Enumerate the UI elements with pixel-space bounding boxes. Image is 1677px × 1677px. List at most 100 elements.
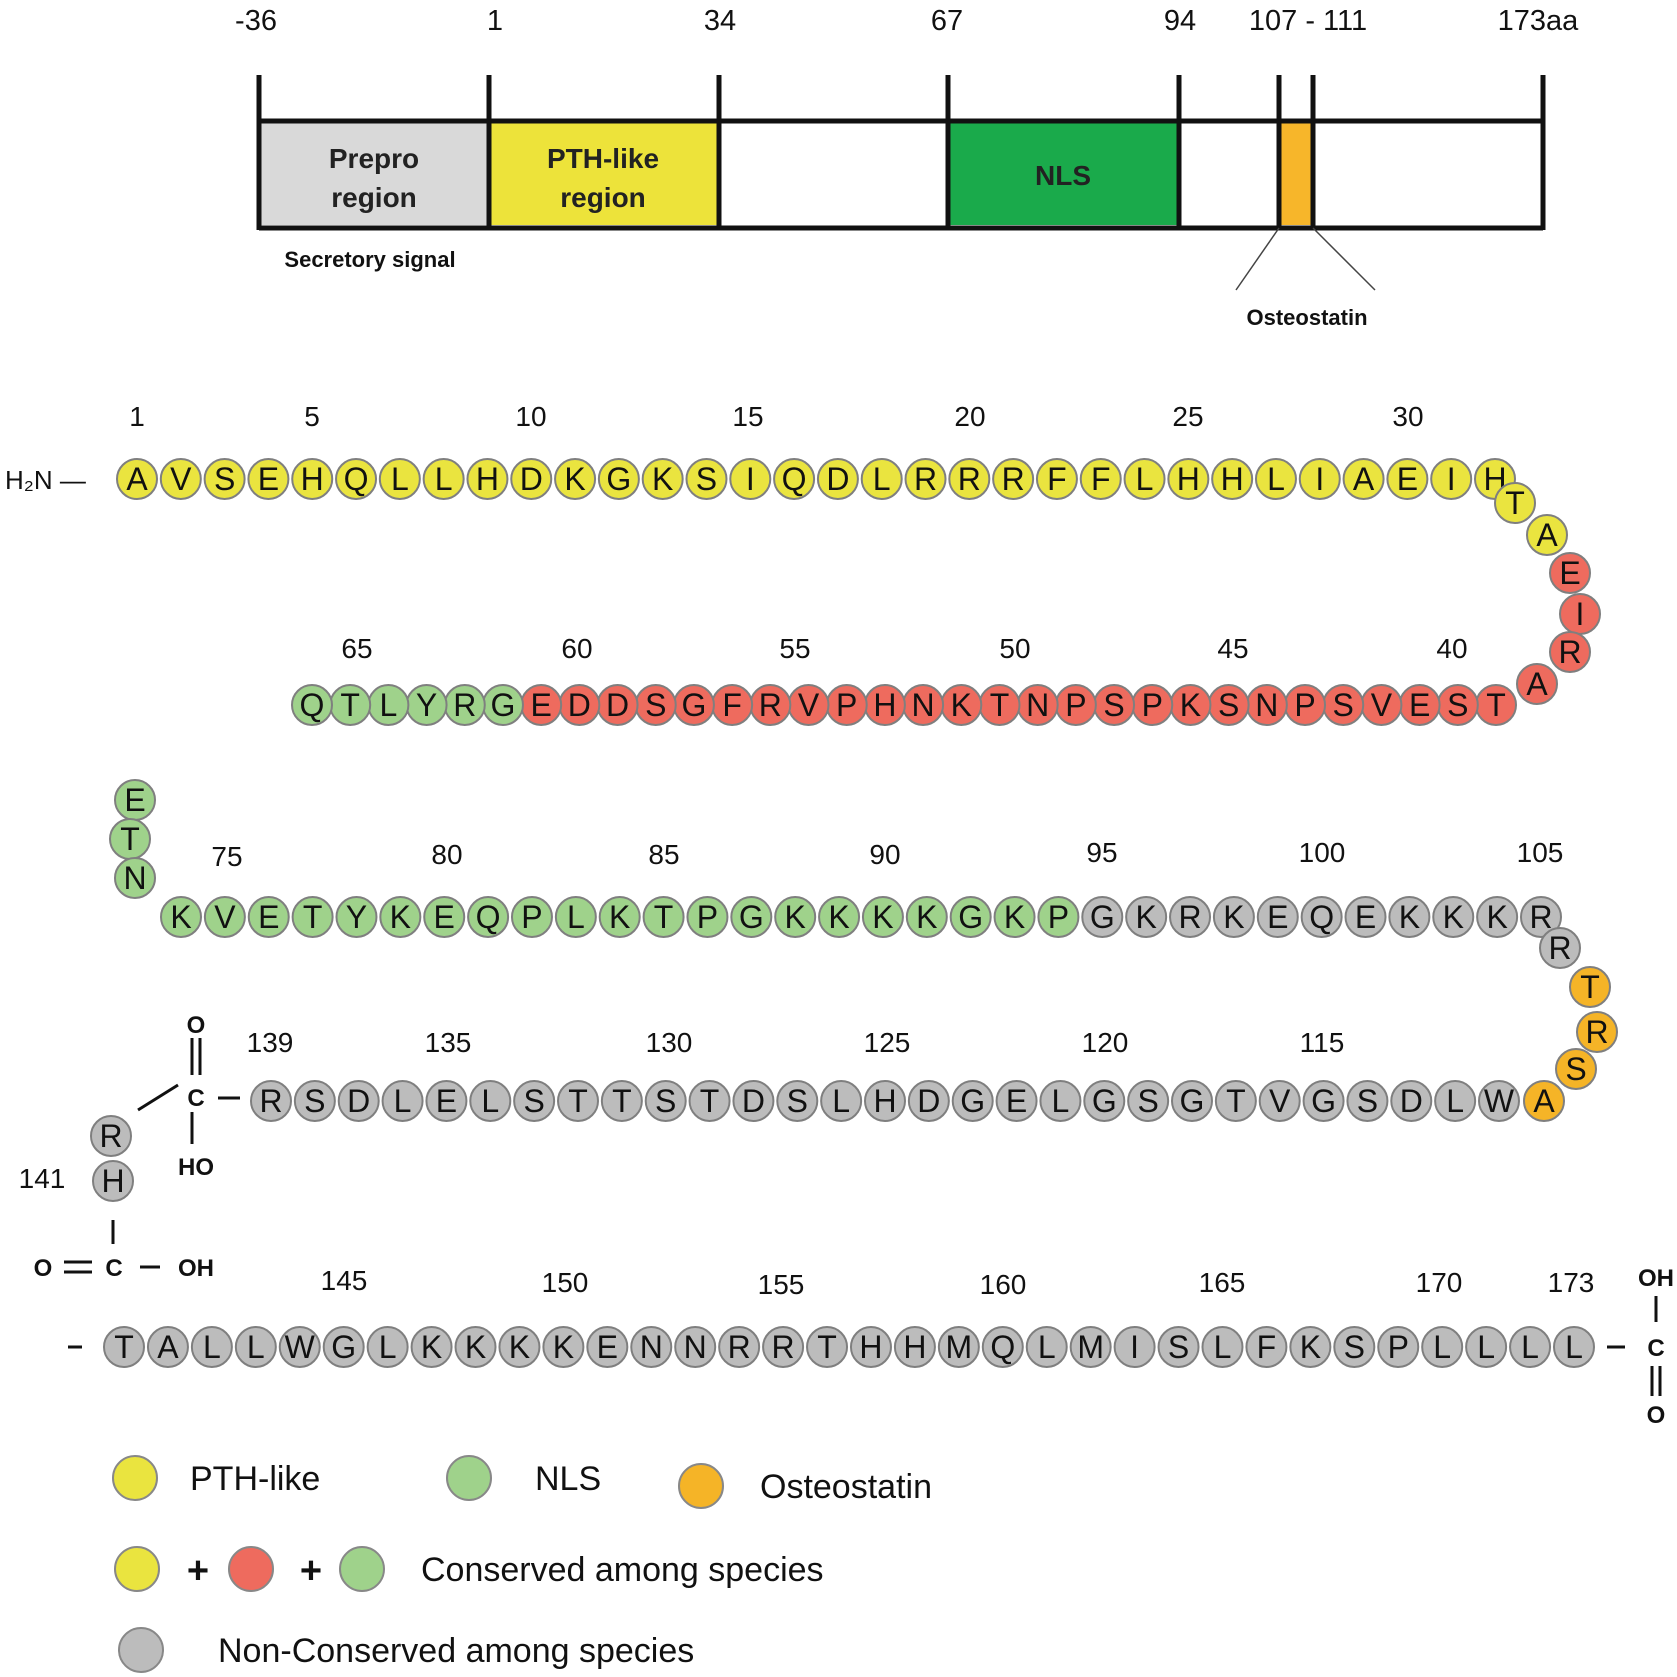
residue-letter: K bbox=[465, 1329, 486, 1365]
residue-circle bbox=[466, 458, 509, 500]
residue-letter: P bbox=[1048, 899, 1069, 935]
residue-circle bbox=[630, 1326, 673, 1368]
hydroxyl-oh-141: OH bbox=[178, 1255, 214, 1282]
residue-letter: L bbox=[1038, 1329, 1056, 1365]
residue-circle bbox=[1258, 1080, 1301, 1122]
residue: E bbox=[423, 896, 466, 938]
residue-circle bbox=[203, 458, 246, 500]
residue-letter: H bbox=[1221, 461, 1244, 497]
residue: E bbox=[247, 896, 290, 938]
position-label: 5 bbox=[304, 401, 320, 432]
residue-letter: E bbox=[1409, 687, 1430, 723]
legend-swatch-pth-like bbox=[112, 1455, 158, 1501]
legend-swatch-conserved-yellow bbox=[114, 1546, 160, 1592]
residue-circle bbox=[1300, 896, 1343, 938]
residue-circle bbox=[291, 684, 333, 726]
residue-letter: S bbox=[1344, 1329, 1365, 1365]
position-label: 40 bbox=[1436, 633, 1467, 664]
residue-circle bbox=[423, 896, 466, 938]
legend-plus-1: + bbox=[187, 1550, 209, 1592]
residue-letter: S bbox=[1137, 1083, 1158, 1119]
residue: R bbox=[1539, 927, 1581, 969]
position-label: 30 bbox=[1392, 401, 1423, 432]
residue-circle bbox=[598, 896, 641, 938]
residue-letter: S bbox=[1168, 1329, 1189, 1365]
residue: S bbox=[644, 1080, 687, 1122]
carboxyl-c-139: C bbox=[187, 1085, 204, 1112]
residue-letter: V bbox=[170, 461, 192, 497]
residue: T bbox=[1569, 966, 1611, 1008]
domain-map: -36 1 34 67 94 107 - 111 173aa Prepro re… bbox=[235, 5, 1579, 330]
residue: P bbox=[510, 896, 553, 938]
residue-circle bbox=[864, 1080, 906, 1122]
residue-circle bbox=[557, 1080, 599, 1122]
residue-circle bbox=[644, 1080, 687, 1122]
position-label: 60 bbox=[561, 633, 592, 664]
residue-circle bbox=[510, 458, 553, 500]
carbonyl-o-141: O bbox=[34, 1255, 53, 1282]
residue: K bbox=[861, 896, 904, 938]
residue-letter: S bbox=[1103, 687, 1124, 723]
residue-letter: W bbox=[1484, 1083, 1515, 1119]
residue-letter: H bbox=[1177, 461, 1200, 497]
residue-letter: H bbox=[859, 1329, 882, 1365]
residue: P bbox=[686, 896, 729, 938]
residue-letter: M bbox=[1077, 1329, 1104, 1365]
residue: L bbox=[381, 1080, 424, 1122]
residue-letter: K bbox=[1180, 687, 1201, 723]
residue-letter: L bbox=[203, 1329, 221, 1365]
residue-letter: L bbox=[391, 461, 409, 497]
residue-letter: P bbox=[1294, 687, 1315, 723]
residue-letter: N bbox=[684, 1329, 707, 1365]
residue-circle bbox=[454, 1326, 497, 1368]
residue-circle bbox=[1388, 896, 1431, 938]
position-label: 150 bbox=[542, 1267, 589, 1298]
residue-letter: K bbox=[1223, 899, 1244, 935]
residue: Q bbox=[467, 896, 510, 938]
residue-circle bbox=[904, 458, 947, 500]
osteostatin-pointer-right bbox=[1312, 227, 1376, 291]
legend-swatch-nls bbox=[446, 1455, 492, 1501]
residue: I bbox=[1559, 593, 1601, 635]
residue-circle bbox=[1289, 1326, 1332, 1368]
residue-circle bbox=[641, 458, 684, 500]
residue-letter: T bbox=[654, 899, 674, 935]
carbonyl-o-173: O bbox=[1647, 1402, 1666, 1429]
residue-circle bbox=[981, 1326, 1024, 1368]
residue-circle bbox=[1039, 1080, 1082, 1122]
residue: H bbox=[863, 684, 906, 726]
residue: D bbox=[816, 458, 859, 500]
residue: T bbox=[1475, 684, 1517, 726]
residue: L bbox=[1201, 1326, 1244, 1368]
residue: K bbox=[160, 896, 202, 938]
n-terminus-label: H₂N — bbox=[5, 465, 86, 495]
residue-letter: T bbox=[1486, 687, 1506, 723]
residue: K bbox=[1212, 896, 1255, 938]
position-label: 95 bbox=[1086, 837, 1117, 868]
position-label: 141 bbox=[19, 1163, 66, 1194]
residue-circle bbox=[366, 1326, 409, 1368]
residue: S bbox=[1555, 1048, 1597, 1090]
residue-circle bbox=[1201, 1326, 1244, 1368]
residue-letter: M bbox=[946, 1329, 973, 1365]
residue-circle bbox=[1212, 896, 1255, 938]
residue: T bbox=[1214, 1080, 1257, 1122]
residue: D bbox=[558, 684, 601, 726]
residue-circle bbox=[642, 896, 685, 938]
residue-circle bbox=[291, 896, 334, 938]
residue: E bbox=[1398, 684, 1441, 726]
residue: L bbox=[422, 458, 465, 500]
residue: K bbox=[905, 896, 948, 938]
residue: I bbox=[1113, 1326, 1156, 1368]
residue-letter: D bbox=[606, 687, 629, 723]
residue-letter: R bbox=[1558, 634, 1581, 670]
residue-letter: R bbox=[772, 1329, 795, 1365]
residue-letter: I bbox=[1315, 461, 1324, 497]
residue: P bbox=[1037, 896, 1080, 938]
residue-circle bbox=[1476, 896, 1519, 938]
residue: W bbox=[1478, 1080, 1520, 1122]
residue: F bbox=[1035, 458, 1078, 500]
residue-letter: L bbox=[1521, 1329, 1539, 1365]
residue: Y bbox=[405, 684, 448, 726]
